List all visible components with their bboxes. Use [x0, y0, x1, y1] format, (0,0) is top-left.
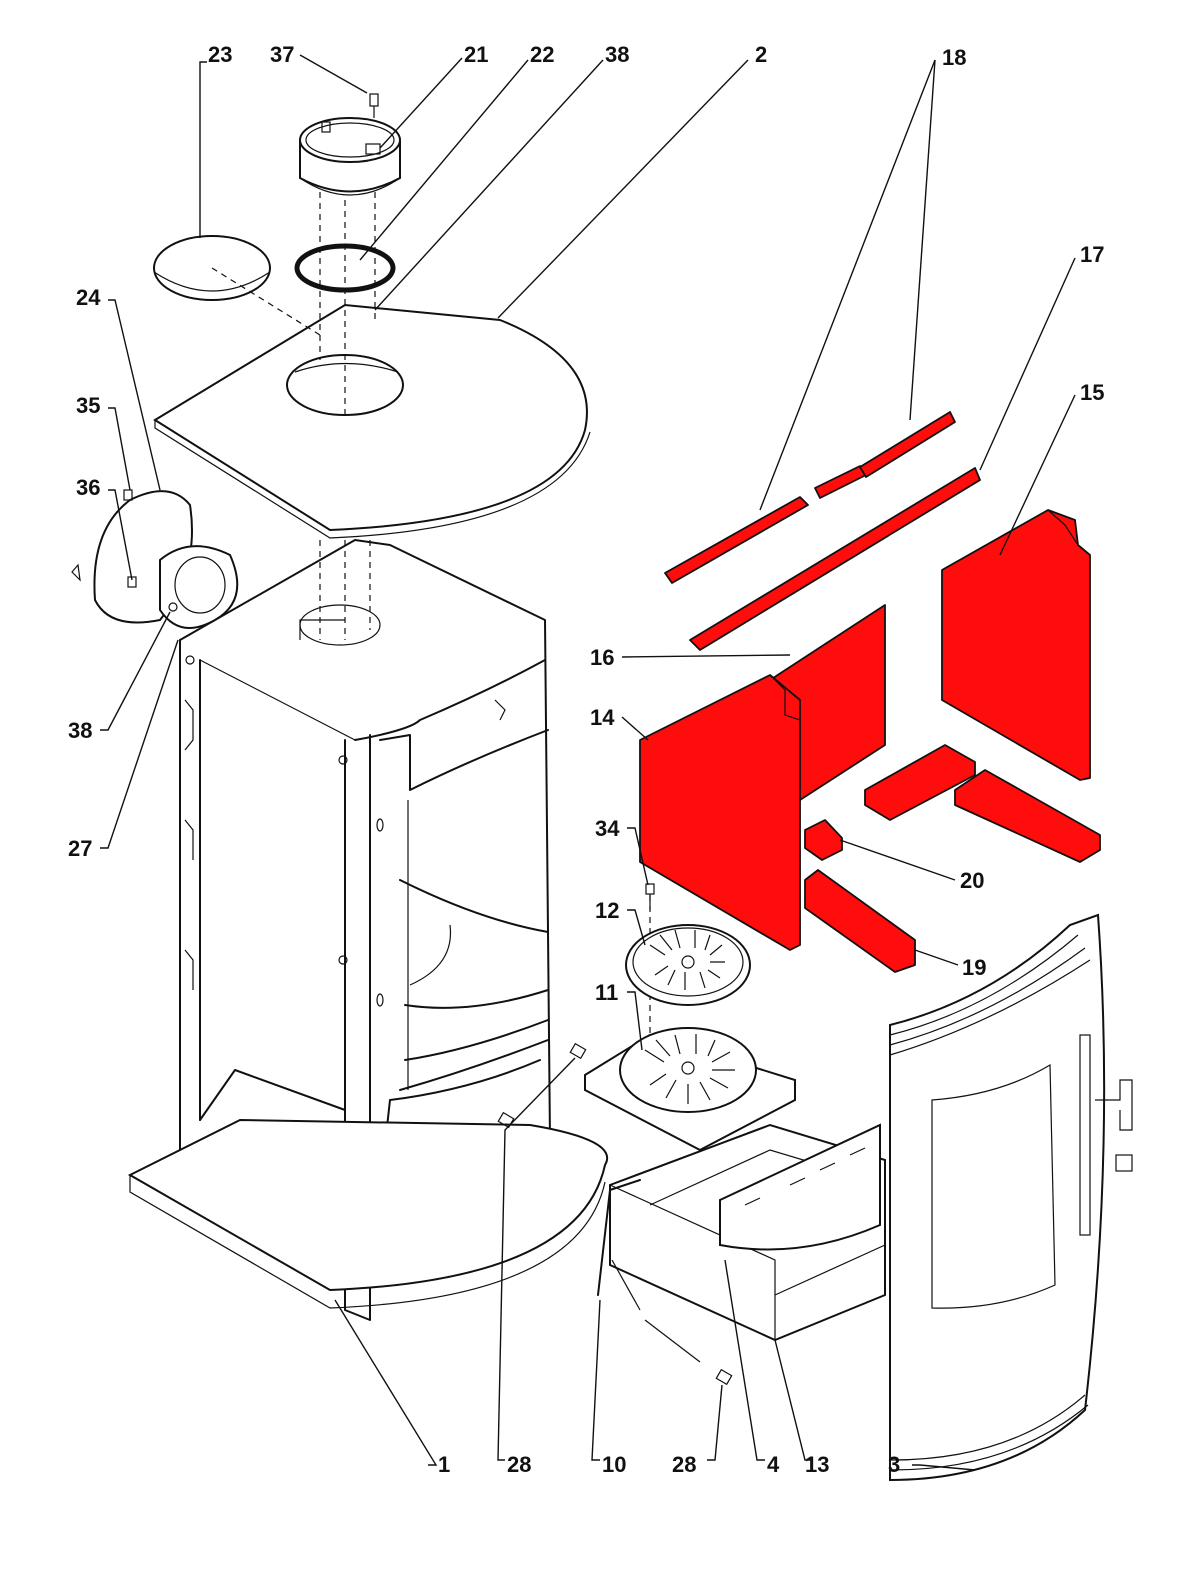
label-2: 2 — [755, 42, 767, 67]
label-24: 24 — [76, 285, 101, 310]
part-labels: 23 37 21 22 38 2 18 17 15 24 35 36 38 27… — [68, 42, 1104, 1477]
flue-collar — [299, 117, 401, 196]
base-plinth — [127, 1118, 608, 1309]
label-13: 13 — [805, 1452, 829, 1477]
brick-18a — [664, 496, 809, 584]
brick-20a — [864, 744, 976, 821]
grate-upper — [625, 924, 751, 1006]
screw-top — [369, 93, 379, 118]
label-36: 36 — [76, 475, 100, 500]
label-19: 19 — [962, 955, 986, 980]
brick-19 — [804, 869, 916, 973]
brick-17 — [689, 467, 981, 651]
label-10: 10 — [602, 1452, 626, 1477]
top-plate — [153, 303, 591, 539]
label-20: 20 — [960, 868, 984, 893]
brick-18b — [814, 465, 867, 499]
label-23: 23 — [208, 42, 232, 67]
label-27: 27 — [68, 836, 92, 861]
support-bar — [597, 1179, 701, 1363]
label-37: 37 — [270, 42, 294, 67]
label-21: 21 — [464, 42, 488, 67]
label-22: 22 — [530, 42, 554, 67]
label-15: 15 — [1080, 380, 1104, 405]
label-3: 3 — [888, 1452, 900, 1477]
brick-18c — [859, 411, 956, 478]
label-1: 1 — [438, 1452, 450, 1477]
brick-14 — [639, 674, 801, 951]
stove-door — [889, 913, 1133, 1482]
ash-pan — [609, 1123, 886, 1342]
label-16: 16 — [590, 645, 614, 670]
label-38-top: 38 — [605, 42, 629, 67]
label-17: 17 — [1080, 242, 1104, 267]
label-12: 12 — [595, 898, 619, 923]
label-4: 4 — [767, 1452, 780, 1477]
brick-15 — [941, 509, 1091, 781]
brick-20c — [804, 819, 843, 861]
leader-lines — [100, 54, 1076, 1471]
screw-34 — [645, 883, 655, 910]
label-28-left: 28 — [507, 1452, 531, 1477]
label-28-right: 28 — [672, 1452, 696, 1477]
label-35: 35 — [76, 393, 100, 418]
cover-disc — [153, 235, 321, 336]
label-11: 11 — [595, 980, 618, 1005]
label-18: 18 — [942, 45, 966, 70]
label-14: 14 — [590, 705, 615, 730]
label-38-side: 38 — [68, 718, 92, 743]
firebricks — [639, 411, 1101, 973]
brick-20b — [954, 769, 1101, 863]
grate-lower — [584, 1027, 796, 1152]
rear-spigot-plate — [71, 489, 239, 629]
label-34: 34 — [595, 816, 620, 841]
